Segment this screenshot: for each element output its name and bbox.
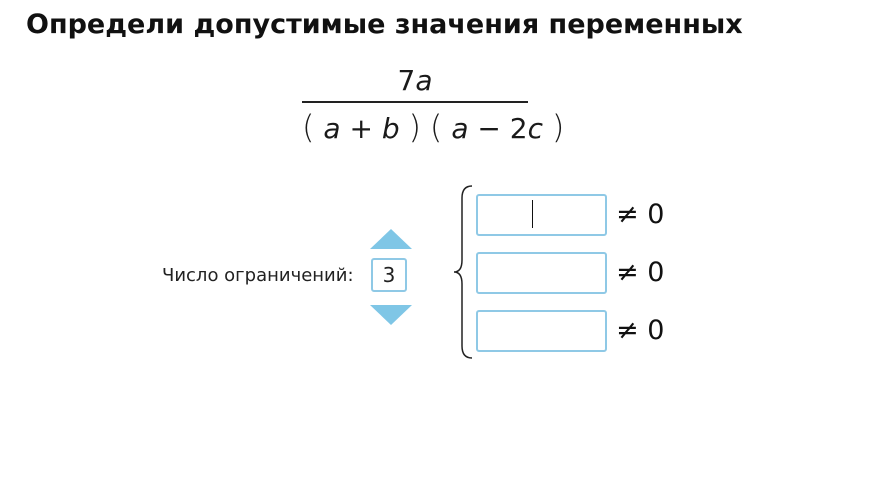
denominator-variable-c: c xyxy=(527,112,543,145)
constraint-row: ≠ 0 xyxy=(476,194,676,236)
numerator-variable: a xyxy=(415,64,433,97)
not-equal-zero: ≠ 0 xyxy=(616,315,665,346)
minus-sign: − xyxy=(477,112,501,145)
denominator-variable-a: a xyxy=(323,112,341,145)
open-paren: ( xyxy=(429,108,443,146)
constraint-count-label: Число ограничений: xyxy=(162,265,354,286)
constraint-input[interactable] xyxy=(476,310,607,352)
fraction-expression: 7a ( a + b ) ( a − 2c ) xyxy=(302,62,564,147)
numerator-coefficient: 7 xyxy=(397,64,416,97)
denominator-variable-a: a xyxy=(451,112,469,145)
constraint-row: ≠ 0 xyxy=(476,310,676,352)
page-title: Определи допустимые значения переменных xyxy=(26,9,743,40)
not-equal-zero: ≠ 0 xyxy=(616,257,665,288)
constraint-row: ≠ 0 xyxy=(476,252,676,294)
denominator-coefficient: 2 xyxy=(509,112,528,145)
text-cursor xyxy=(532,200,533,228)
constraint-input[interactable] xyxy=(476,252,607,294)
not-equal-zero: ≠ 0 xyxy=(616,199,665,230)
constraint-input[interactable] xyxy=(476,194,607,236)
open-paren: ( xyxy=(302,108,315,146)
fraction-denominator: ( a + b ) ( a − 2c ) xyxy=(302,107,564,147)
decrease-count-arrow-icon[interactable] xyxy=(370,305,412,325)
system-brace-icon xyxy=(453,185,473,359)
denominator-variable-b: b xyxy=(381,112,400,145)
close-paren: ) xyxy=(551,108,565,146)
close-paren: ) xyxy=(408,108,422,146)
increase-count-arrow-icon[interactable] xyxy=(370,229,412,249)
plus-sign: + xyxy=(349,112,373,145)
fraction-numerator: 7a xyxy=(302,62,528,100)
constraint-count-field[interactable]: 3 xyxy=(371,258,407,292)
fraction-bar xyxy=(302,101,528,103)
